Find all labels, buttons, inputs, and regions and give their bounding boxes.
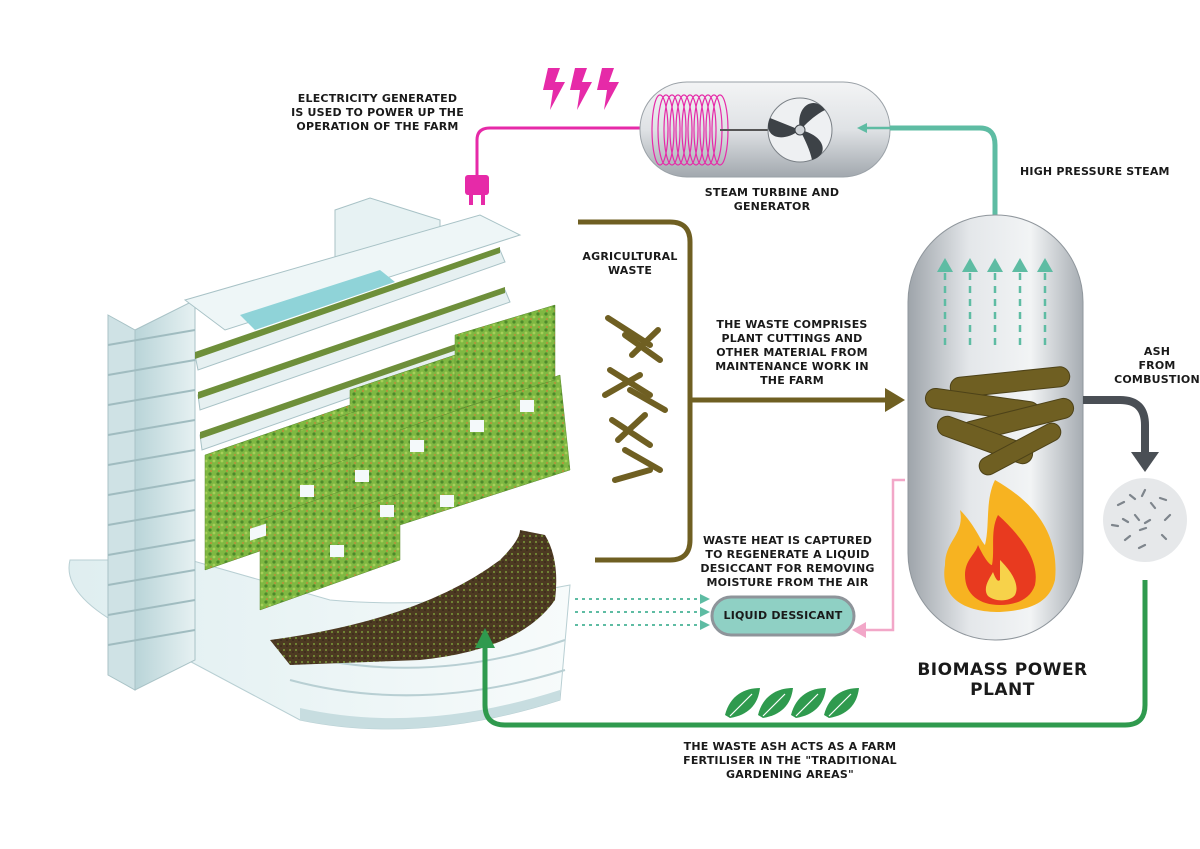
steam-turbine: [640, 82, 890, 177]
lightning-bolts-icon: [543, 68, 619, 110]
liquid-dessicant-label: LIQUID DESSICANT: [712, 609, 854, 623]
plug-icon: [465, 175, 489, 205]
waste-heat-label: WASTE HEAT IS CAPTURED TO REGENERATE A L…: [700, 534, 875, 590]
ash-pile-icon: [1103, 478, 1187, 562]
high-pressure-steam-label: HIGH PRESSURE STEAM: [1020, 165, 1190, 179]
turbine-label: STEAM TURBINE AND GENERATOR: [672, 186, 872, 214]
twigs-icon: [605, 318, 665, 480]
ash-label: ASH FROM COMBUSTION: [1112, 345, 1200, 387]
biomass-power-plant: [908, 215, 1083, 640]
electricity-label: ELECTRICITY GENERATED IS USED TO POWER U…: [285, 92, 470, 134]
biomass-plant-label: BIOMASS POWER PLANT: [885, 660, 1120, 700]
ash-flow: [1083, 400, 1187, 562]
steam-line: [890, 128, 995, 215]
electricity-line: [465, 68, 650, 205]
fertiliser-label: THE WASTE ASH ACTS AS A FARM FERTILISER …: [670, 740, 910, 782]
fan-turbine-icon: [768, 98, 832, 162]
agricultural-waste-label: AGRICULTURAL WASTE: [575, 250, 685, 278]
vertical-farm-building: [69, 198, 570, 729]
waste-comprises-label: THE WASTE COMPRISES PLANT CUTTINGS AND O…: [712, 318, 872, 388]
leaf-icon: [725, 688, 859, 718]
